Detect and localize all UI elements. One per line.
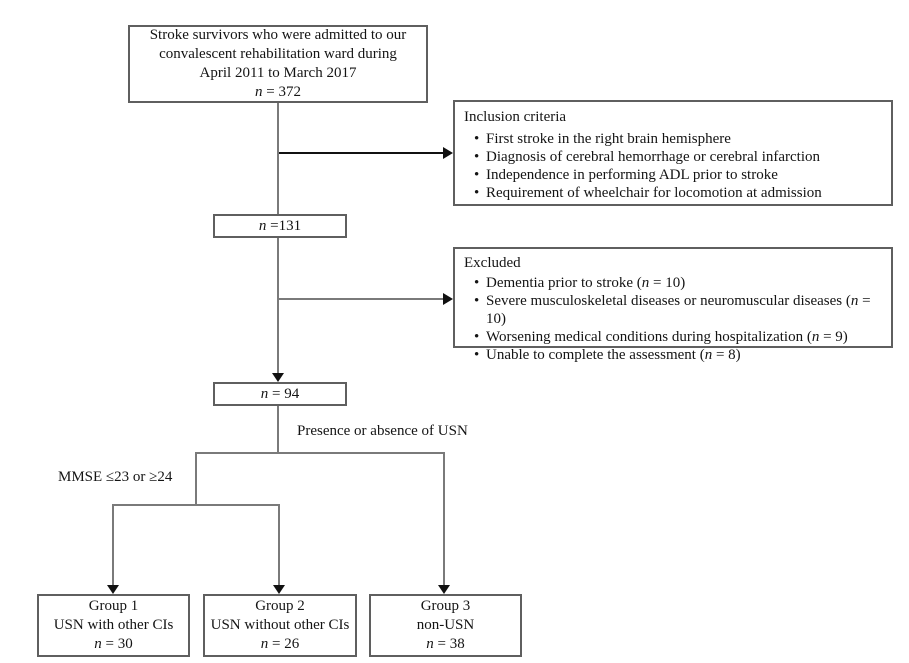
n-symbol: n <box>641 275 650 291</box>
n-count: =131 <box>266 217 302 234</box>
arrowhead-group2-icon <box>273 585 285 594</box>
excluded-item: • Unable to complete the assessment (n =… <box>464 346 881 364</box>
bullet-icon: • <box>474 149 480 165</box>
excluded-item-text: Dementia prior to stroke (n = 10) <box>486 275 686 291</box>
group1-box: Group 1 USN with other CIs n = 30 <box>37 594 190 657</box>
n-symbol: n <box>850 293 859 309</box>
group1-count: n = 30 <box>94 635 132 654</box>
bullet-icon: • <box>474 347 480 363</box>
inclusion-item-text: First stroke in the right brain hemisphe… <box>486 131 731 147</box>
branch-usn-split <box>195 452 445 454</box>
bullet-icon: • <box>474 167 480 183</box>
admitted-line-1: Stroke survivors who were admitted to ou… <box>149 27 407 43</box>
n-symbol: n <box>260 636 269 652</box>
excluded-item-text: Severe musculoskeletal diseases or neuro… <box>486 293 871 327</box>
admitted-line-3: April 2011 to March 2017 <box>199 65 357 81</box>
inclusion-item-text: Diagnosis of cerebral hemorrhage or cere… <box>486 149 821 165</box>
arrowhead-n94-icon <box>272 373 284 382</box>
excluded-item: • Dementia prior to stroke (n = 10) <box>464 274 881 292</box>
arrowhead-inclusion-icon <box>443 147 453 159</box>
arrowhead-group1-icon <box>107 585 119 594</box>
group3-count: n = 38 <box>426 635 464 654</box>
branch-mmse-split <box>112 504 280 506</box>
group2-box: Group 2 USN without other CIs n = 26 <box>203 594 357 657</box>
connector-n131-to-n94 <box>277 238 279 373</box>
n-symbol: n <box>94 636 102 652</box>
group2-title: Group 2 <box>255 598 305 614</box>
connector-inclusion-arrow <box>279 152 443 154</box>
mmse-split-label: MMSE ≤23 or ≥24 <box>58 469 173 485</box>
bullet-icon: • <box>474 293 480 309</box>
bullet-icon: • <box>474 329 480 345</box>
excluded-item: • Severe musculoskeletal diseases or neu… <box>464 292 881 328</box>
n-count: = 38 <box>433 636 465 652</box>
group2-subtitle: USN without other CIs <box>210 617 350 633</box>
arrowhead-group3-icon <box>438 585 450 594</box>
inclusion-item-text: Independence in performing ADL prior to … <box>486 167 778 183</box>
connector-to-group1 <box>112 504 114 585</box>
usn-split-label: Presence or absence of USN <box>297 423 468 439</box>
inclusion-item-text: Requirement of wheelchair for locomotion… <box>486 185 822 201</box>
n-symbol: n <box>704 347 713 363</box>
n-symbol: n <box>811 329 820 345</box>
connector-to-group3 <box>443 452 445 585</box>
n-count: = 26 <box>268 636 300 652</box>
n131-count: n =131 <box>259 217 301 236</box>
connector-usn-left-drop <box>195 452 197 506</box>
connector-to-group2 <box>278 504 280 585</box>
n94-count: n = 94 <box>261 385 299 404</box>
connector-excluded-arrow <box>279 298 443 300</box>
group1-subtitle: USN with other CIs <box>53 617 174 633</box>
n94-box: n = 94 <box>213 382 347 406</box>
inclusion-criteria-box: Inclusion criteria • First stroke in the… <box>453 100 893 206</box>
inclusion-title: Inclusion criteria <box>464 109 567 125</box>
n-symbol: n <box>260 385 269 402</box>
n-count: = 94 <box>268 385 300 402</box>
excluded-item: • Worsening medical conditions during ho… <box>464 328 881 346</box>
inclusion-item: • Requirement of wheelchair for locomoti… <box>464 184 881 202</box>
excluded-item-text: Unable to complete the assessment (n = 8… <box>486 347 741 363</box>
excluded-box: Excluded • Dementia prior to stroke (n =… <box>453 247 893 363</box>
admitted-line-2: convalescent rehabilitation ward during <box>159 46 397 62</box>
admitted-count: n = 372 <box>255 83 301 102</box>
bullet-icon: • <box>474 185 480 201</box>
connector-topbox-to-n131 <box>277 103 279 214</box>
group2-count: n = 26 <box>261 635 299 654</box>
n131-box: n =131 <box>213 214 347 238</box>
connector-n94-to-split <box>277 406 279 454</box>
inclusion-item: • Diagnosis of cerebral hemorrhage or ce… <box>464 148 881 166</box>
n-symbol: n <box>258 217 267 234</box>
bullet-icon: • <box>474 275 480 291</box>
n-count: = 372 <box>262 84 301 100</box>
excluded-item-text: Worsening medical conditions during hosp… <box>486 329 848 345</box>
group3-subtitle: non-USN <box>416 617 475 633</box>
admitted-survivors-box: Stroke survivors who were admitted to ou… <box>128 25 428 103</box>
inclusion-item: • First stroke in the right brain hemisp… <box>464 130 881 148</box>
n-symbol: n <box>426 636 434 652</box>
group1-title: Group 1 <box>88 598 139 614</box>
n-symbol: n <box>255 84 263 100</box>
arrowhead-excluded-icon <box>443 293 453 305</box>
excluded-title: Excluded <box>464 255 521 271</box>
group3-title: Group 3 <box>420 598 471 614</box>
n-count: = 30 <box>101 636 133 652</box>
group3-box: Group 3 non-USN n = 38 <box>369 594 522 657</box>
inclusion-item: • Independence in performing ADL prior t… <box>464 166 881 184</box>
bullet-icon: • <box>474 131 480 147</box>
